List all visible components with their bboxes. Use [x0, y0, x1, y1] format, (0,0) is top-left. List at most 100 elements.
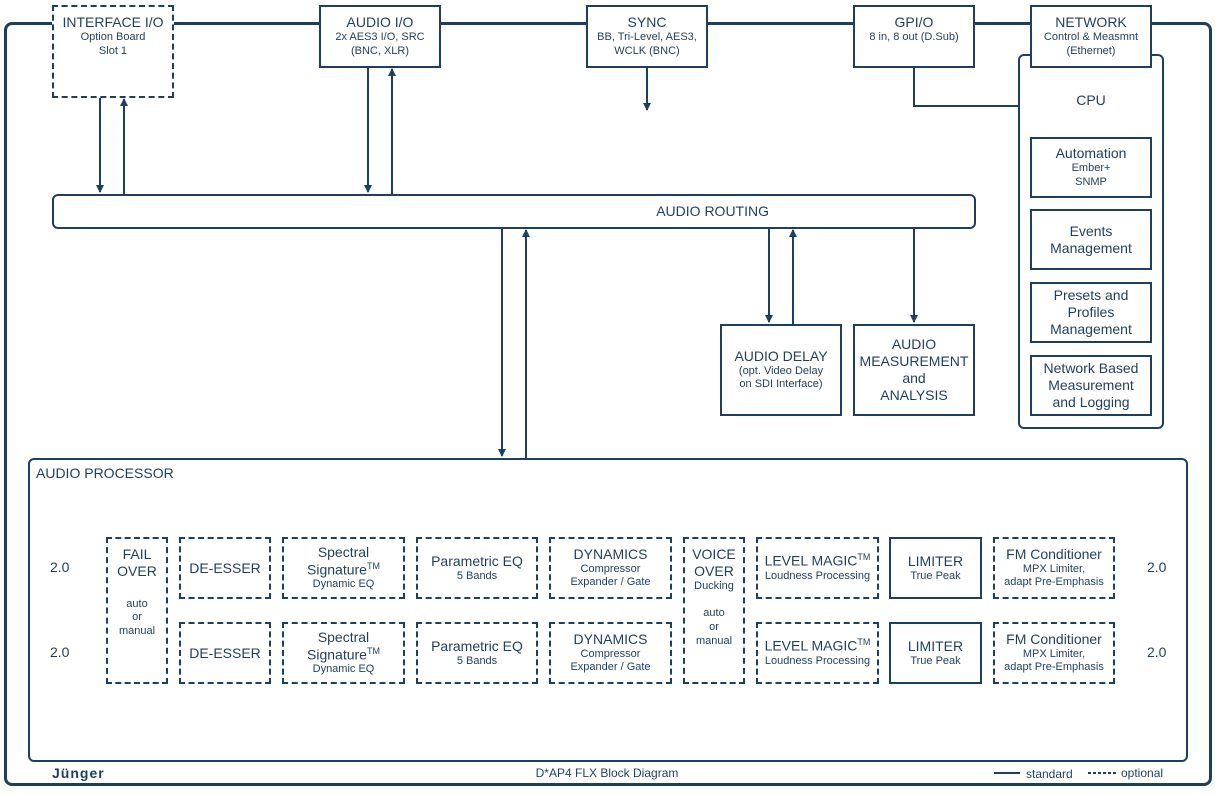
fm-sub1-1: MPX Limiter, — [1022, 562, 1086, 575]
audio-processor-panel — [28, 458, 1188, 762]
legend-standard: standard — [1026, 767, 1073, 781]
dynamics-sub1-1: Compressor — [580, 562, 641, 575]
spectral-line1-2: Spectral — [317, 629, 370, 645]
sync-title: SYNC — [627, 14, 667, 30]
peq-sub-2: 5 Bands — [456, 654, 498, 667]
brand-logo: Jünger — [52, 765, 105, 781]
network-meas-line3: and Logging — [1052, 393, 1130, 410]
levelmagic-box-2: LEVEL MAGICTM Loudness Processing — [756, 622, 879, 684]
limiter-title-1: LIMITER — [907, 552, 964, 569]
failover-line2: OVER — [117, 562, 157, 579]
audio-delay-sub2: on SDI Interface) — [739, 378, 823, 391]
failover-note3: manual — [118, 625, 156, 638]
audio-routing-label: AUDIO ROUTING — [656, 203, 769, 220]
presets-line2: Profiles — [1067, 304, 1115, 321]
spectral-line2-2: Signature — [307, 646, 367, 663]
spectral-line1-1: Spectral — [317, 544, 370, 560]
measurement-line2: MEASUREMENT — [859, 353, 969, 370]
limiter-title-2: LIMITER — [907, 637, 964, 654]
spectral-box-2: Spectral SignatureTM Dynamic EQ — [282, 622, 405, 684]
spectral-line2-1: Signature — [307, 561, 367, 578]
measurement-line3: and — [902, 370, 926, 386]
automation-title: Automation — [1055, 145, 1127, 162]
deesser-box-1: DE-ESSER — [179, 537, 271, 599]
fm-conditioner-box-1: FM Conditioner MPX Limiter, adapt Pre-Em… — [993, 537, 1115, 599]
gpio-title: GPI/O — [894, 14, 934, 30]
spectral-sub-1: Dynamic EQ — [312, 578, 375, 591]
presets-box: Presets and Profiles Management — [1030, 282, 1152, 343]
presets-line3: Management — [1050, 320, 1132, 337]
audio-delay-box: AUDIO DELAY (opt. Video Delay on SDI Int… — [720, 324, 842, 416]
voiceover-sub: Ducking — [694, 579, 734, 592]
peq-title-2: Parametric EQ — [431, 637, 523, 654]
dynamics-sub2-2: Expander / Gate — [570, 661, 651, 674]
limiter-sub-1: True Peak — [910, 569, 961, 582]
automation-sub2: SNMP — [1075, 175, 1107, 188]
audio-io-title: AUDIO I/O — [346, 14, 414, 30]
limiter-box-1: LIMITER True Peak — [889, 537, 982, 599]
dynamics-title-1: DYNAMICS — [573, 545, 648, 562]
network-meas-line1: Network Based — [1043, 360, 1139, 377]
network-sub1: Control & Measmnt — [1043, 30, 1139, 43]
legend-optional: optional — [1121, 766, 1164, 780]
audio-delay-title: AUDIO DELAY — [734, 347, 828, 364]
fm-title-1: FM Conditioner — [1006, 545, 1102, 562]
audio-processor-label: AUDIO PROCESSOR — [36, 465, 174, 481]
interface-io-box: INTERFACE I/O Option Board Slot 1 — [52, 5, 174, 98]
gpio-sub1: 8 in, 8 out (D.Sub) — [869, 30, 959, 43]
measurement-line1: AUDIO — [891, 336, 937, 353]
output-label-2: 2.0 — [1147, 644, 1167, 660]
deesser-label-1: DE-ESSER — [189, 559, 261, 576]
automation-box: Automation Ember+ SNMP — [1030, 137, 1152, 198]
spectral-sub-2: Dynamic EQ — [312, 663, 375, 676]
audio-io-sub2: (BNC, XLR) — [350, 44, 410, 57]
sync-sub2: WCLK (BNC) — [614, 44, 680, 57]
limiter-sub-2: True Peak — [910, 654, 961, 667]
voiceover-note2: or — [709, 621, 719, 634]
levelmagic-sub-1: Loudness Processing — [764, 569, 871, 582]
failover-note2: or — [132, 611, 142, 624]
sync-sub1: BB, Tri-Level, AES3, — [597, 30, 697, 43]
audio-routing-bar: AUDIO ROUTING — [52, 194, 976, 229]
voiceover-line1: VOICE — [692, 546, 736, 562]
measurement-line4: ANALYSIS — [880, 386, 948, 403]
levelmagic-title-1: LEVEL MAGIC — [764, 553, 858, 570]
events-line2: Management — [1050, 239, 1132, 256]
network-sub2: (Ethernet) — [1066, 44, 1116, 57]
failover-line1: FAIL — [122, 546, 152, 562]
levelmagic-tm-2: TM — [857, 637, 871, 648]
events-box: Events Management — [1030, 209, 1152, 270]
voiceover-line2: OVER — [694, 562, 734, 579]
fm-sub1-2: MPX Limiter, — [1022, 647, 1086, 660]
parametric-eq-box-1: Parametric EQ 5 Bands — [416, 537, 538, 599]
input-label-2: 2.0 — [50, 644, 70, 660]
fm-conditioner-box-2: FM Conditioner MPX Limiter, adapt Pre-Em… — [993, 622, 1115, 684]
events-line1: Events — [1069, 222, 1113, 239]
audio-measurement-box: AUDIO MEASUREMENT and ANALYSIS — [853, 324, 975, 416]
interface-io-sub2: Slot 1 — [98, 44, 128, 57]
spectral-box-1: Spectral SignatureTM Dynamic EQ — [282, 537, 405, 599]
voiceover-box: VOICE OVER Ducking auto or manual — [683, 537, 745, 684]
network-meas-line2: Measurement — [1048, 377, 1134, 394]
audio-io-sub1: 2x AES3 I/O, SRC — [335, 30, 425, 43]
dynamics-title-2: DYNAMICS — [573, 630, 648, 647]
limiter-box-2: LIMITER True Peak — [889, 622, 982, 684]
interface-io-title: INTERFACE I/O — [62, 14, 164, 30]
fm-sub2-1: adapt Pre-Emphasis — [1004, 576, 1104, 589]
network-measurement-box: Network Based Measurement and Logging — [1030, 355, 1152, 416]
parametric-eq-box-2: Parametric EQ 5 Bands — [416, 622, 538, 684]
gpio-box: GPI/O 8 in, 8 out (D.Sub) — [853, 5, 975, 68]
dynamics-sub2-1: Expander / Gate — [570, 576, 651, 589]
peq-sub-1: 5 Bands — [456, 569, 498, 582]
fm-title-2: FM Conditioner — [1006, 630, 1102, 647]
deesser-label-2: DE-ESSER — [189, 644, 261, 661]
audio-delay-sub1: (opt. Video Delay — [738, 364, 824, 377]
levelmagic-sub-2: Loudness Processing — [764, 654, 871, 667]
spectral-tm-1: TM — [366, 560, 380, 571]
dynamics-box-2: DYNAMICS Compressor Expander / Gate — [549, 622, 672, 684]
output-label-1: 2.0 — [1147, 559, 1167, 575]
levelmagic-box-1: LEVEL MAGICTM Loudness Processing — [756, 537, 879, 599]
levelmagic-title-2: LEVEL MAGIC — [764, 638, 858, 655]
dynamics-sub1-2: Compressor — [580, 647, 641, 660]
interface-io-sub1: Option Board — [80, 30, 146, 43]
